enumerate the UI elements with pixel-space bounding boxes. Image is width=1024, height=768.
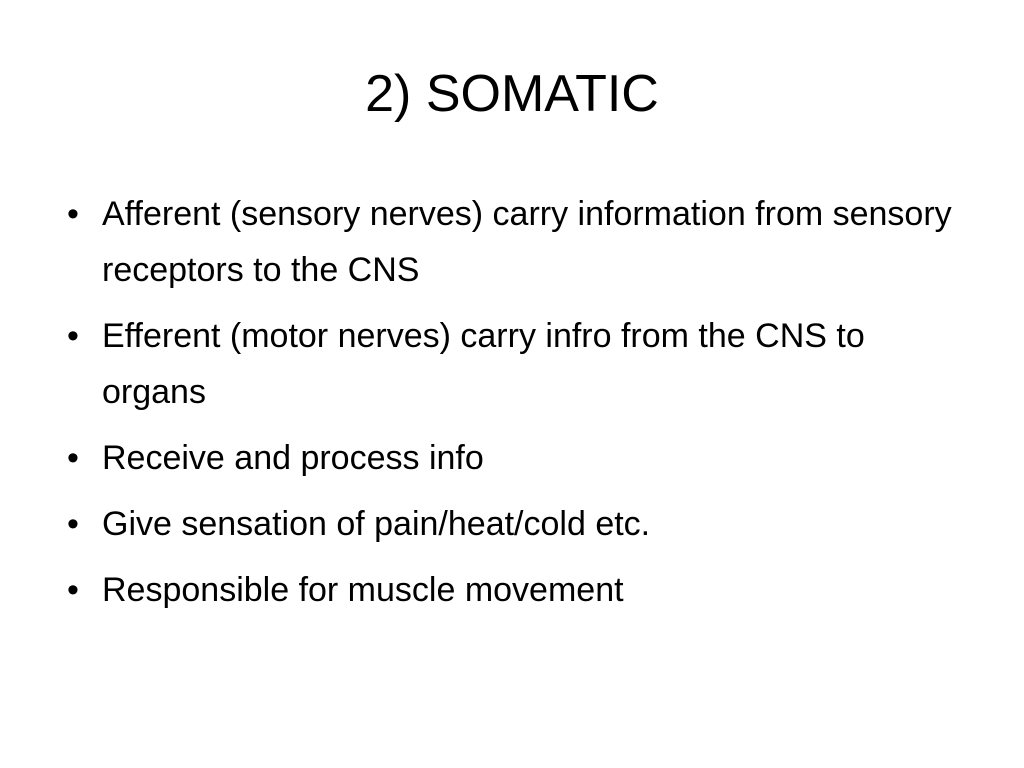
bullet-icon: • <box>67 317 79 355</box>
bullet-text: Responsible for muscle movement <box>102 571 624 609</box>
bullet-icon: • <box>67 571 79 609</box>
bullet-list: • Afferent (sensory nerves) carry inform… <box>58 186 958 628</box>
bullet-icon: • <box>67 505 79 543</box>
bullet-icon: • <box>67 439 79 477</box>
bullet-item: • Receive and process info <box>58 430 958 486</box>
bullet-item: • Give sensation of pain/heat/cold etc. <box>58 496 958 552</box>
bullet-icon: • <box>67 195 79 233</box>
bullet-item: • Afferent (sensory nerves) carry inform… <box>58 186 958 298</box>
bullet-text: Give sensation of pain/heat/cold etc. <box>102 505 651 543</box>
bullet-text: Receive and process info <box>102 439 484 477</box>
bullet-item: • Efferent (motor nerves) carry infro fr… <box>58 308 958 420</box>
bullet-text: Afferent (sensory nerves) carry informat… <box>102 195 952 289</box>
slide-title: 2) SOMATIC <box>365 65 659 123</box>
bullet-text: Efferent (motor nerves) carry infro from… <box>102 317 865 411</box>
bullet-item: • Responsible for muscle movement <box>58 562 958 618</box>
